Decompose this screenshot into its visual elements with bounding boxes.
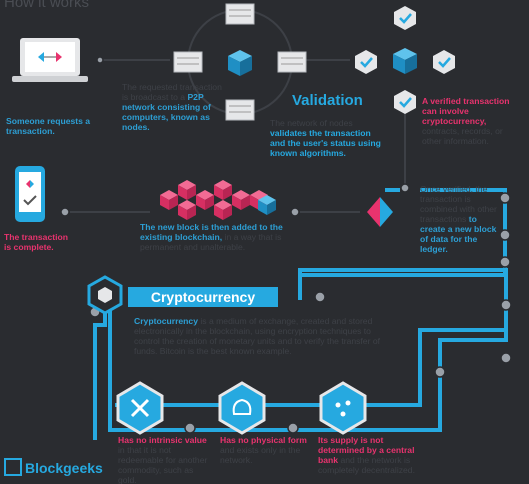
step-complete-text: The transaction is complete. bbox=[4, 232, 68, 252]
page-title: How it works bbox=[4, 0, 90, 11]
step-combine-highlight: to create a new block of data for the le… bbox=[420, 214, 497, 254]
step-validate-highlight: validates the transaction and the user's… bbox=[270, 128, 381, 158]
chain-block-face bbox=[267, 200, 276, 215]
crypto-definition: Cryptocurrency is a medium of exchange, … bbox=[134, 316, 396, 356]
step-append-post: in a way that is permanent and unalterab… bbox=[140, 232, 282, 252]
feature-supply-text: Its supply is not determined by a centra… bbox=[318, 435, 430, 475]
chain-block-face bbox=[223, 205, 232, 220]
server-icons bbox=[173, 3, 307, 121]
step-verified-post: contracts, records, or other information… bbox=[422, 126, 503, 146]
chain-block-face bbox=[178, 205, 187, 220]
feature-supply-post: and the network is completely decentrali… bbox=[318, 455, 415, 475]
step-append-text: The new block is then added to the exist… bbox=[140, 222, 290, 252]
crypto-banner: Cryptocurrency bbox=[128, 287, 278, 307]
chain-block-face bbox=[196, 195, 205, 210]
step-broadcast-highlight: P2P network consisting of computers, kno… bbox=[122, 92, 211, 132]
chain-block-face bbox=[241, 195, 250, 210]
check-icons bbox=[355, 6, 455, 114]
chain-block-face bbox=[178, 185, 187, 200]
feature-physical-post: and exists only in the network. bbox=[220, 445, 301, 465]
step-append-highlight: The new block is then added to the exist… bbox=[140, 222, 283, 242]
feature-intrinsic-text: Has no intrinsic value in that it is not… bbox=[118, 435, 210, 484]
step-request-label: Someone requests a transaction. bbox=[6, 116, 91, 136]
step-validate-pre: The network of nodes bbox=[270, 118, 353, 128]
flow-line-main bbox=[108, 268, 508, 432]
step-verified-highlight: A verified transaction can involve bbox=[422, 96, 510, 116]
step-combine-text: Once verified, the transaction is combin… bbox=[420, 184, 502, 254]
crypto-def-word: Cryptocurrency bbox=[134, 316, 198, 326]
chain-block-face bbox=[258, 200, 267, 215]
brand-logo: Blockgeeks bbox=[4, 458, 103, 476]
blockchain-icon bbox=[160, 180, 276, 220]
feature-physical-text: Has no physical form and exists only in … bbox=[220, 435, 310, 465]
chain-block-face bbox=[160, 195, 169, 210]
chain-block-face bbox=[214, 205, 223, 220]
step-verified-highlight2: cryptocurrency, bbox=[422, 116, 487, 126]
chain-block-face bbox=[250, 195, 259, 210]
chain-block-face bbox=[223, 185, 232, 200]
new-block-icon bbox=[367, 197, 393, 227]
chain-block-face bbox=[187, 205, 196, 220]
chain-block-face bbox=[232, 195, 241, 210]
step-combine-pre: Once verified, the transaction is combin… bbox=[420, 184, 497, 224]
chain-block-face bbox=[214, 185, 223, 200]
feature-hexes bbox=[116, 381, 367, 435]
feature-physical-highlight: Has no physical form bbox=[220, 435, 307, 445]
phone-icon bbox=[15, 166, 45, 222]
brand-name: Blockgeeks bbox=[25, 460, 103, 476]
chain-block-face bbox=[169, 195, 178, 210]
server-lines bbox=[177, 9, 303, 113]
validation-heading: Validation bbox=[292, 92, 363, 109]
laptop-icon bbox=[12, 38, 88, 82]
feature-supply-highlight: Its supply is not determined by a centra… bbox=[318, 435, 415, 465]
crypto-def-rest: is a medium of exchange, created and sto… bbox=[134, 316, 381, 356]
brand-mark-icon bbox=[4, 458, 22, 476]
chain-block-face bbox=[187, 185, 196, 200]
step-validate-text: The network of nodes validates the trans… bbox=[270, 118, 388, 158]
step-broadcast-text: The requested transaction is broadcast t… bbox=[122, 82, 226, 132]
step-verified-text: A verified transaction can involve crypt… bbox=[422, 96, 522, 146]
step-broadcast-pre: The requested transaction is broadcast t… bbox=[122, 82, 222, 102]
block-icon bbox=[228, 50, 252, 76]
crypto-hex-icon bbox=[87, 275, 123, 315]
feature-intrinsic-post: in that it is not redeemable for another… bbox=[118, 445, 208, 484]
feature-intrinsic-highlight: Has no intrinsic value bbox=[118, 435, 207, 445]
chain-block-face bbox=[205, 195, 214, 210]
flow-dots bbox=[60, 56, 512, 434]
